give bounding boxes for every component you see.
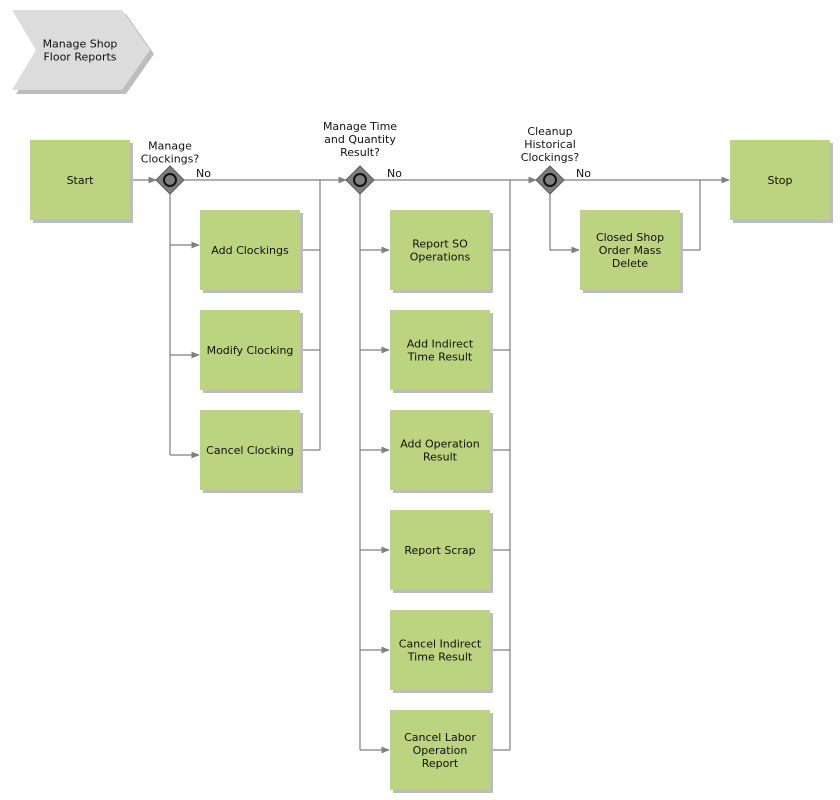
text-line: Report Scrap bbox=[404, 544, 475, 557]
text-line: Cleanup bbox=[527, 125, 572, 138]
text-line: Cancel Labor bbox=[404, 731, 476, 744]
text-line: Result bbox=[423, 451, 458, 464]
text-line: Floor Reports bbox=[43, 51, 116, 64]
text-line: Cancel Clocking bbox=[206, 444, 294, 457]
text-line: Clockings? bbox=[521, 151, 580, 164]
text-line: Manage Time bbox=[323, 120, 397, 133]
text-line: Result? bbox=[340, 146, 380, 159]
text-line: Report bbox=[422, 757, 459, 770]
text-line: Add Indirect bbox=[407, 338, 474, 351]
activity-report-scrap-label: Report Scrap bbox=[404, 544, 475, 557]
text-line: Start bbox=[67, 174, 95, 187]
text-line: Historical bbox=[524, 138, 576, 151]
connectors bbox=[130, 176, 730, 754]
text-line: Operation bbox=[413, 744, 468, 757]
text-line: Manage Shop bbox=[43, 38, 118, 51]
activity-report-scrap[interactable]: Report Scrap bbox=[390, 510, 493, 593]
no-label-manage-clockings: No bbox=[196, 167, 211, 180]
activity-start[interactable]: Start bbox=[30, 140, 133, 223]
activity-modify-clocking[interactable]: Modify Clocking bbox=[200, 310, 303, 393]
activity-stop[interactable]: Stop bbox=[730, 140, 833, 223]
text-line: Cancel Indirect bbox=[399, 638, 482, 651]
text-line: Stop bbox=[767, 174, 792, 187]
activity-modify-clocking-label: Modify Clocking bbox=[207, 344, 294, 357]
activity-stop-label: Stop bbox=[767, 174, 792, 187]
activity-start-label: Start bbox=[67, 174, 95, 187]
activity-add-clockings[interactable]: Add Clockings bbox=[200, 210, 303, 293]
activity-cancel-clocking[interactable]: Cancel Clocking bbox=[200, 410, 303, 493]
text-line: and Quantity bbox=[324, 133, 396, 146]
text-line: Clockings? bbox=[141, 153, 200, 166]
text-line: Order Mass bbox=[599, 244, 662, 257]
text-line: Operations bbox=[410, 251, 471, 264]
text-line: Time Result bbox=[407, 351, 473, 364]
text-line: Report SO bbox=[412, 238, 468, 251]
text-line: Add Clockings bbox=[211, 244, 289, 257]
text-line: Closed Shop bbox=[596, 231, 664, 244]
no-label-manage-time-quantity: No bbox=[387, 167, 402, 180]
activity-add-clockings-label: Add Clockings bbox=[211, 244, 289, 257]
no-label-cleanup-historical: No bbox=[576, 167, 591, 180]
activity-cancel-clocking-label: Cancel Clocking bbox=[206, 444, 294, 457]
text-line: Add Operation bbox=[400, 438, 480, 451]
text-line: Delete bbox=[612, 257, 648, 270]
text-line: Modify Clocking bbox=[207, 344, 294, 357]
text-line: Time Result bbox=[407, 651, 473, 664]
text-line: Manage bbox=[148, 140, 192, 153]
